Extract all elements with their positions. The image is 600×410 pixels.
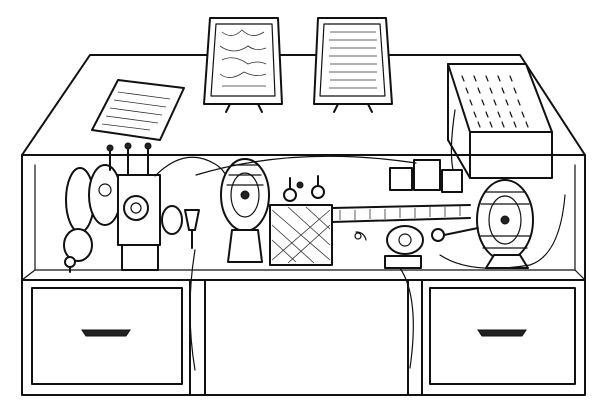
document-icon bbox=[219, 29, 267, 87]
right-reel bbox=[431, 179, 534, 269]
keyboard bbox=[447, 63, 553, 179]
left-apparatus bbox=[63, 142, 229, 273]
document-icon bbox=[101, 91, 171, 131]
handle-icon bbox=[81, 329, 131, 337]
right-drawer bbox=[429, 287, 576, 385]
left-screen bbox=[203, 17, 283, 113]
keyboard-icon bbox=[461, 75, 529, 128]
cables bbox=[189, 155, 566, 371]
left-drawer bbox=[31, 287, 183, 385]
desk-cabinet bbox=[21, 154, 586, 396]
desk-document bbox=[91, 79, 185, 141]
center-machine bbox=[220, 158, 471, 269]
document-icon bbox=[329, 31, 377, 89]
handle-icon bbox=[477, 329, 527, 337]
right-screen bbox=[313, 17, 393, 113]
